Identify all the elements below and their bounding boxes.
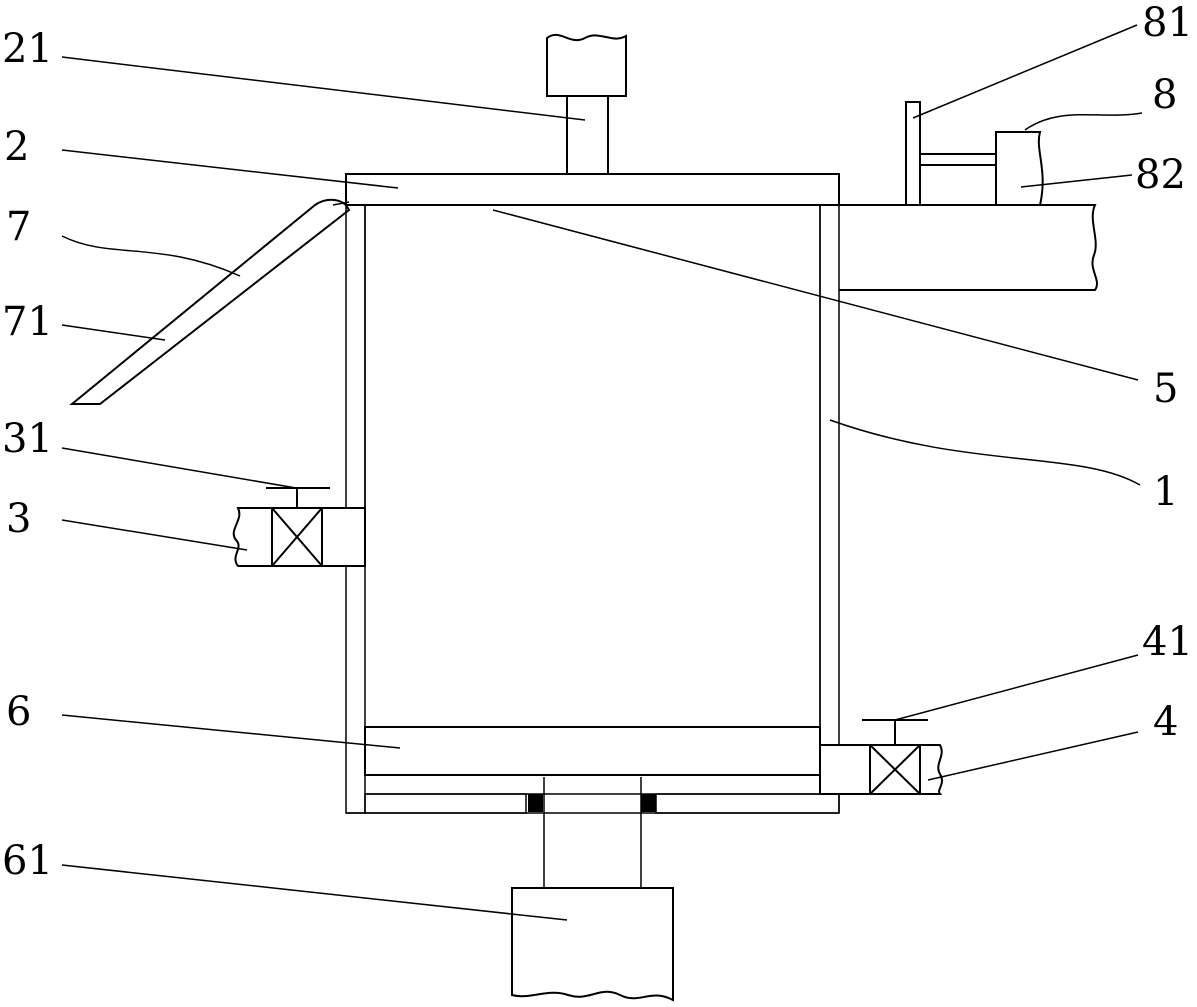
label-71: 71 — [2, 299, 53, 345]
label-82: 82 — [1135, 152, 1186, 198]
seal-right — [641, 794, 656, 812]
top-motor — [546, 33, 627, 97]
callout-labels: 21 2 7 71 31 3 6 61 81 8 82 5 1 41 4 — [2, 0, 1193, 884]
label-61: 61 — [2, 838, 53, 884]
side-bracket — [839, 101, 1098, 291]
inlet-pipe — [232, 487, 366, 567]
label-31: 31 — [2, 416, 53, 462]
label-21: 21 — [2, 26, 53, 72]
bottom-drive — [511, 777, 674, 1002]
bottom-motor — [511, 887, 674, 1002]
bottom-plate — [346, 745, 840, 814]
label-8: 8 — [1152, 72, 1177, 118]
label-7: 7 — [6, 204, 31, 250]
label-5: 5 — [1153, 366, 1178, 412]
label-3: 3 — [6, 496, 31, 542]
label-41: 41 — [1142, 619, 1193, 665]
seal-left — [528, 794, 543, 812]
top-shaft — [546, 33, 627, 175]
outlet-pipe — [819, 719, 943, 795]
label-81: 81 — [1142, 0, 1193, 46]
label-1: 1 — [1153, 469, 1178, 515]
leader-lines — [61, 24, 1143, 921]
tank-left-wall — [345, 204, 366, 509]
label-2: 2 — [4, 124, 29, 170]
tank-left-wall-lower — [345, 565, 366, 814]
tank-body — [345, 204, 840, 814]
tank-right-wall — [819, 204, 840, 746]
label-6: 6 — [6, 689, 31, 735]
label-4: 4 — [1153, 699, 1178, 745]
feed-chute — [69, 198, 351, 405]
tank-lid — [345, 173, 840, 206]
drive-cylinder — [995, 131, 1044, 206]
filter-plate — [364, 726, 821, 776]
